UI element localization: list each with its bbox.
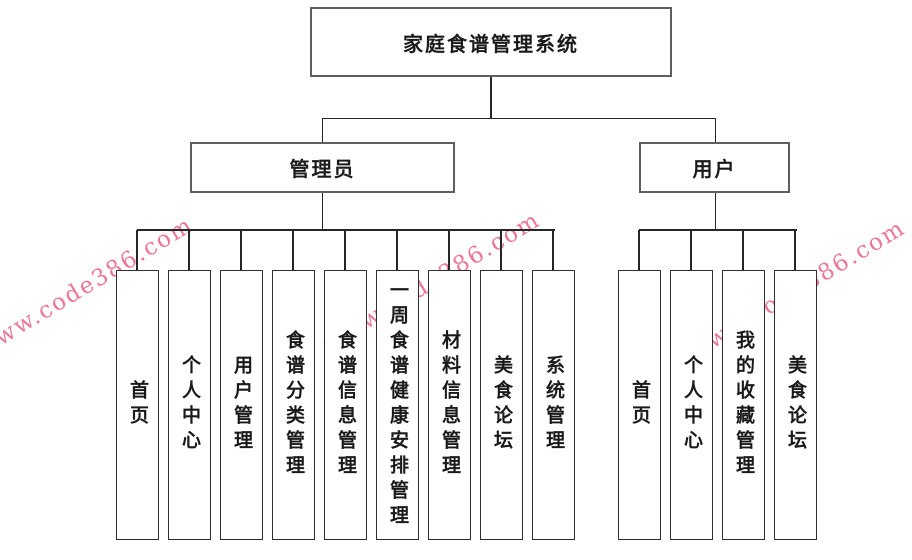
connector-stub: [690, 230, 692, 270]
leaf-node-label: 美食论坛: [491, 355, 512, 455]
connector-stub: [396, 230, 398, 270]
branch-admin-label: 管理员: [289, 159, 356, 181]
leaf-node-label: 用户管理: [231, 355, 252, 455]
leaf-node-label: 一周食谱健康安排管理: [387, 280, 408, 530]
connector-stub: [240, 230, 242, 270]
leaf-node-label: 美食论坛: [785, 355, 806, 455]
root-node: 家庭食谱管理系统: [310, 7, 672, 77]
leaf-node: 美食论坛: [774, 270, 817, 540]
connector-bus: [639, 229, 797, 231]
leaf-node-label: 材料信息管理: [439, 330, 460, 480]
connector-stub: [794, 230, 796, 270]
leaf-node: 食谱分类管理: [272, 270, 315, 540]
connector-stub: [638, 230, 640, 270]
connector-bus: [137, 229, 555, 231]
connector-stub: [448, 230, 450, 270]
leaf-node-label: 食谱信息管理: [335, 330, 356, 480]
branch-node-user: 用户: [639, 142, 790, 193]
connector-stub: [136, 230, 138, 270]
connector-stub: [552, 230, 554, 270]
leaf-node: 首页: [618, 270, 661, 540]
connector-stub: [500, 230, 502, 270]
connector-admin-top-drop: [321, 118, 323, 142]
connector-root-drop: [490, 77, 492, 118]
connector-user-top-drop: [714, 118, 716, 142]
leaf-node: 首页: [116, 270, 159, 540]
leaf-node: 材料信息管理: [428, 270, 471, 540]
leaf-node: 美食论坛: [480, 270, 523, 540]
leaf-node-label: 首页: [629, 380, 650, 430]
connector-stub: [742, 230, 744, 270]
leaf-node-label: 首页: [127, 380, 148, 430]
connector-split-bar: [322, 117, 716, 119]
leaf-node-label: 系统管理: [543, 355, 564, 455]
connector-stub: [188, 230, 190, 270]
connector-stub: [292, 230, 294, 270]
connector-stub: [344, 230, 346, 270]
branch-user-label: 用户: [692, 159, 737, 181]
connector-admin-bus-drop: [321, 193, 323, 230]
leaf-node: 个人中心: [670, 270, 713, 540]
leaf-node: 用户管理: [220, 270, 263, 540]
leaf-node-label: 食谱分类管理: [283, 330, 304, 480]
leaf-node: 一周食谱健康安排管理: [376, 270, 419, 540]
leaf-node-label: 个人中心: [179, 355, 200, 455]
root-node-label: 家庭食谱管理系统: [403, 33, 579, 56]
leaf-node-label: 我的收藏管理: [733, 330, 754, 480]
connector-user-bus-drop: [714, 193, 716, 230]
leaf-node: 系统管理: [532, 270, 575, 540]
leaf-node: 食谱信息管理: [324, 270, 367, 540]
branch-node-admin: 管理员: [190, 142, 455, 193]
leaf-node-label: 个人中心: [681, 355, 702, 455]
leaf-node: 我的收藏管理: [722, 270, 765, 540]
leaf-node: 个人中心: [168, 270, 211, 540]
